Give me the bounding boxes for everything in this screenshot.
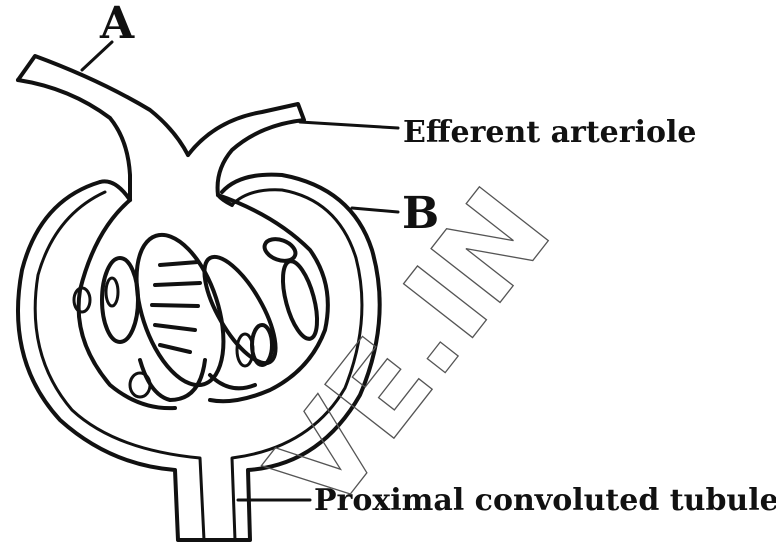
efferent-arteriole xyxy=(188,104,304,195)
label-a: A xyxy=(99,0,135,49)
pointer-b xyxy=(352,208,398,212)
afferent-arteriole xyxy=(18,56,188,155)
pointer-efferent xyxy=(300,122,398,128)
label-efferent-arteriole: Efferent arteriole xyxy=(403,115,696,150)
glomerulus xyxy=(74,195,328,408)
bowmans-capsule-inner-wall xyxy=(35,192,204,540)
